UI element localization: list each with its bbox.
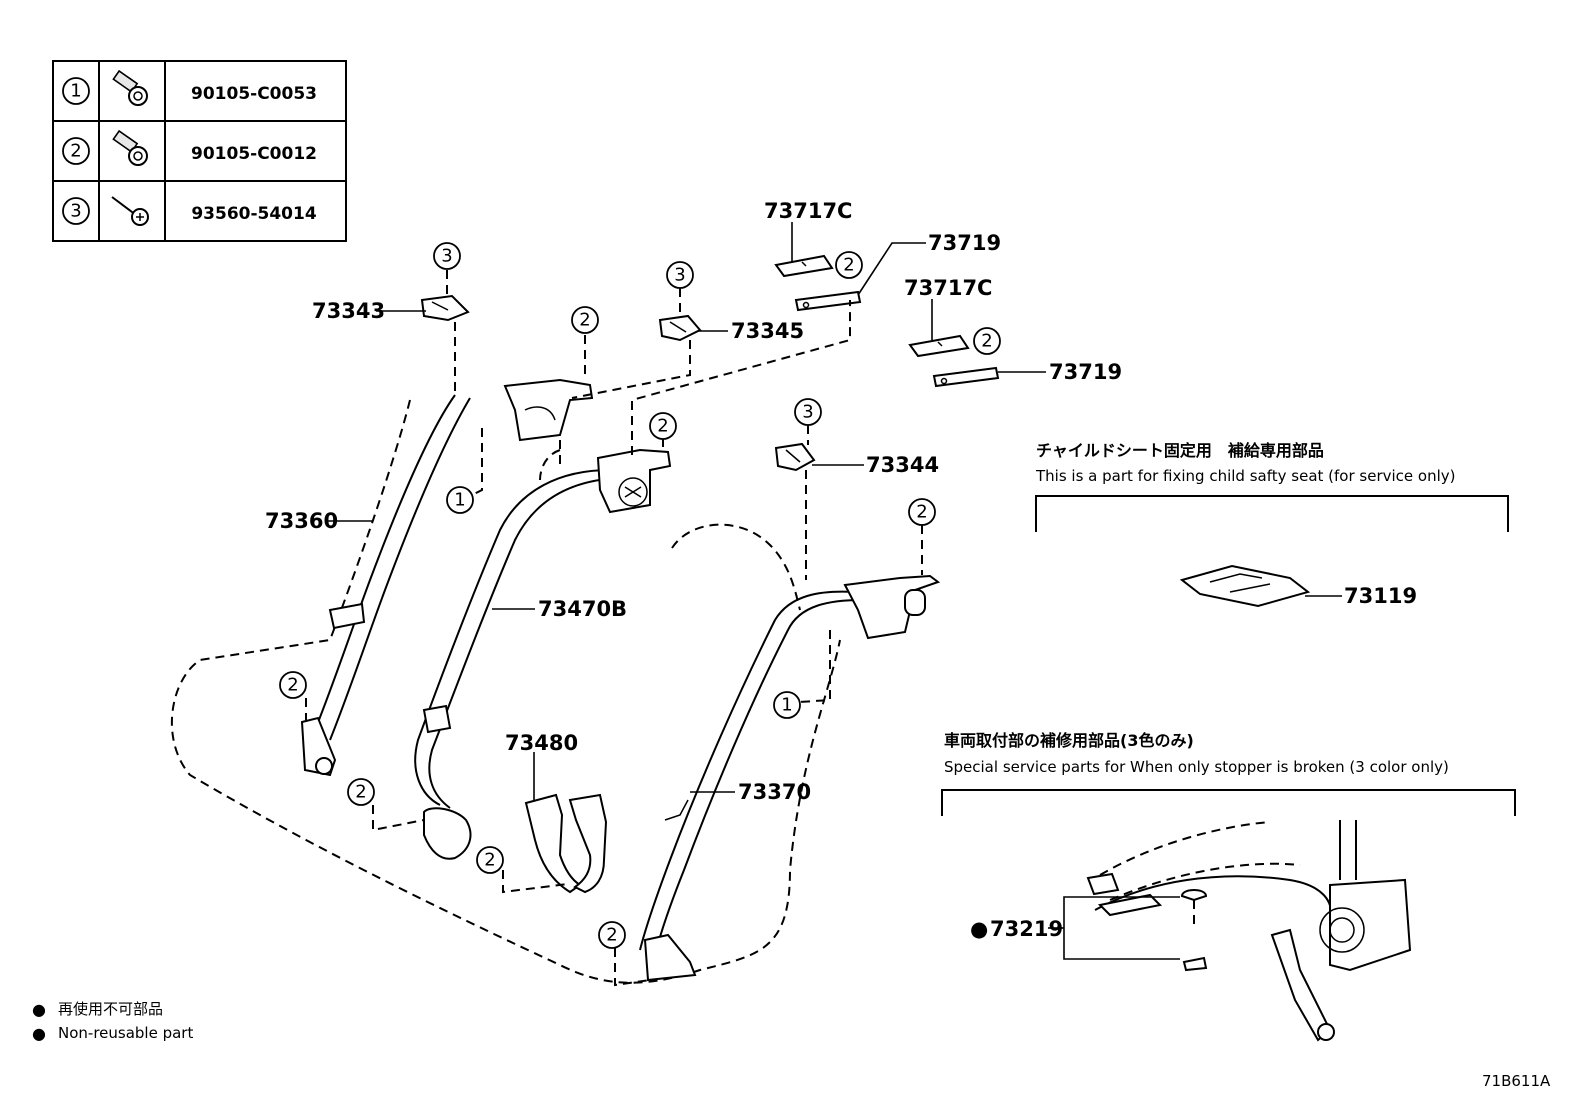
nonreuse-marker-jp: ●	[32, 1000, 46, 1019]
non-reusable-legend: ● 再使用不可部品 ● Non-reusable part	[32, 1000, 193, 1043]
label-73219: 73219	[990, 917, 1063, 941]
callout-markers: 3 2 3 2 2 1 2 3 2 1 2 2 2 2	[279, 242, 1001, 949]
rear-seat-outline	[170, 399, 841, 984]
label-73480: 73480	[505, 731, 578, 755]
child-seat-note-en: This is a part for fixing child safty se…	[1035, 467, 1455, 485]
legend-part-number-2: 90105-C0012	[191, 144, 317, 164]
child-seat-note-jp: チャイルドシート固定用 補給専用部品	[1036, 441, 1324, 460]
callout-1: 1	[773, 691, 801, 719]
legend-part-number-1: 90105-C0053	[191, 84, 317, 104]
callout-3: 3	[433, 242, 461, 270]
svg-text:1: 1	[454, 490, 465, 511]
center-seat-belt	[414, 448, 672, 860]
nonreuse-note-jp: 再使用不可部品	[58, 1000, 163, 1018]
svg-text:3: 3	[802, 402, 813, 423]
svg-text:2: 2	[355, 782, 366, 803]
legend-ref-2: 2	[70, 141, 81, 162]
cover-73344	[774, 442, 816, 472]
label-73719-lower: 73719	[1049, 360, 1122, 384]
right-outer-seat-belt	[639, 574, 941, 982]
drawing-code: 71B611A	[1482, 1072, 1551, 1090]
label-73344: 73344	[866, 453, 939, 477]
legend-row-3: 3 93560-54014	[62, 196, 317, 226]
callout-2: 2	[835, 251, 863, 279]
label-73119: 73119	[1344, 584, 1417, 608]
label-73343: 73343	[312, 299, 385, 323]
stopper-detail-drawing	[1086, 820, 1412, 1042]
svg-text:3: 3	[441, 246, 452, 267]
svg-text:2: 2	[916, 502, 927, 523]
plate-73719-upper	[794, 290, 862, 312]
svg-text:2: 2	[843, 255, 854, 276]
svg-text:2: 2	[657, 416, 668, 437]
callout-2: 2	[908, 498, 936, 526]
label-73719-upper: 73719	[928, 231, 1001, 255]
callout-2: 2	[598, 921, 626, 949]
bolt-icon	[112, 69, 148, 106]
legend-part-number-3: 93560-54014	[191, 204, 317, 224]
callout-1: 1	[446, 486, 474, 514]
callout-2: 2	[973, 327, 1001, 355]
label-73370: 73370	[738, 780, 811, 804]
assembly-dashed-lines	[305, 270, 923, 987]
callout-2: 2	[476, 846, 504, 874]
nonreuse-marker-en: ●	[32, 1024, 46, 1043]
marker-73219: ●	[970, 917, 988, 941]
bolt-icon	[112, 129, 148, 166]
legend-ref-3: 3	[70, 201, 81, 222]
stopper-note-jp: 車両取付部の補修用部品(3色のみ)	[944, 731, 1194, 750]
seat-belt-buckle	[524, 793, 608, 894]
label-73470b: 73470B	[538, 597, 627, 621]
fastener-legend-table: 1 90105-C0053 2 90105-C0012 3	[52, 60, 347, 242]
stopper-note-en: Special service parts for When only stop…	[944, 758, 1449, 776]
label-73345: 73345	[731, 319, 804, 343]
cover-73343	[420, 294, 470, 322]
callout-3: 3	[794, 398, 822, 426]
label-73717c-lower: 73717C	[904, 276, 992, 300]
label-73717c-upper: 73717C	[764, 199, 852, 223]
callout-3: 3	[666, 261, 694, 289]
svg-text:3: 3	[674, 265, 685, 286]
svg-text:2: 2	[579, 310, 590, 331]
screw-icon	[111, 196, 149, 226]
legend-row-1: 1 90105-C0053	[62, 69, 317, 106]
child-seat-anchor-plate	[1179, 564, 1311, 608]
svg-text:2: 2	[981, 331, 992, 352]
cap-73717c-lower	[908, 334, 970, 358]
svg-text:2: 2	[606, 925, 617, 946]
stopper-service-section: 車両取付部の補修用部品(3色のみ) Special service parts …	[941, 731, 1516, 1042]
callout-2: 2	[279, 671, 307, 699]
legend-row-2: 2 90105-C0012	[62, 129, 317, 166]
svg-text:1: 1	[781, 695, 792, 716]
legend-ref-1: 1	[70, 81, 81, 102]
nonreuse-note-en: Non-reusable part	[58, 1024, 193, 1042]
part-number-labels: 73343 73345 73717C 73719 73717C 73719 73…	[265, 199, 1122, 804]
label-73360: 73360	[265, 509, 338, 533]
callout-2: 2	[347, 778, 375, 806]
child-seat-service-section: チャイルドシート固定用 補給専用部品 This is a part for fi…	[1035, 441, 1509, 608]
callout-2: 2	[571, 306, 599, 334]
plate-73719-lower	[932, 366, 1000, 388]
left-outer-seat-belt	[300, 378, 594, 777]
cap-73717c-upper	[774, 254, 834, 278]
callout-2: 2	[649, 412, 677, 440]
svg-text:2: 2	[287, 675, 298, 696]
svg-text:2: 2	[484, 850, 495, 871]
cover-73345	[658, 314, 702, 342]
